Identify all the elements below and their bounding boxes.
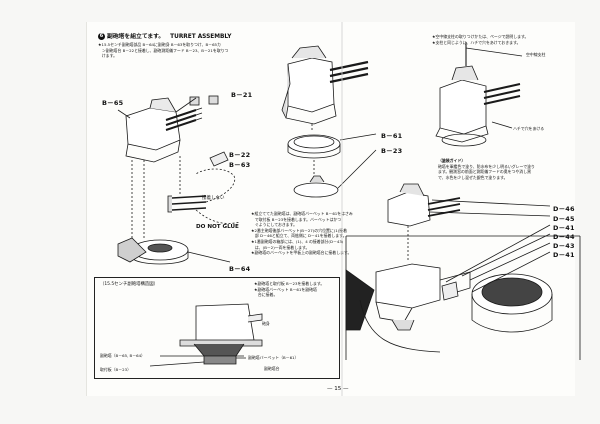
assembly-note-line: ぐようにしておきます。 bbox=[251, 222, 298, 228]
inset-label-mount-plate: 取付板（B－23） bbox=[100, 367, 131, 372]
paint-guide: （塗装ガイド） 砲塔を軍艦色で塗り、防水布を少し明るいグレーで塗り ます。観測窓… bbox=[438, 158, 535, 180]
antenna-notes: ★空中線支柱の取りつけかたは、ページで説明します。 ★支柱と同じように、ハチで穴… bbox=[432, 34, 528, 45]
inset-label-barbette: 副砲塔バーベット（B－61） bbox=[248, 355, 299, 360]
page-number: — 15 — bbox=[327, 386, 349, 392]
part-label-b61: B－61 bbox=[381, 132, 403, 140]
inset-note-line: ★副砲塔バーベット B－61を副砲塔 bbox=[254, 286, 317, 292]
antenna-note-line: ★支柱と同じように、ハチで穴をあけておきます。 bbox=[432, 39, 521, 45]
turret-structure-inset bbox=[94, 277, 340, 379]
inset-notes: ★副砲塔と取付板 B－23を接着します。 ★副砲塔バーベット B－61を副砲塔 … bbox=[254, 281, 324, 298]
part-label-d45: D－45 bbox=[553, 215, 575, 223]
inset-turret-section bbox=[149, 303, 263, 367]
deck-assembly-drawing bbox=[345, 183, 581, 360]
caution-en: DO NOT GLUE bbox=[196, 224, 239, 230]
part-label-d41: D－41 bbox=[553, 251, 575, 259]
inset-label-turret-base: 副砲塔台 bbox=[264, 366, 280, 371]
part-label-d46: D－46 bbox=[553, 205, 575, 213]
part-label-b64: B－64 bbox=[229, 265, 251, 273]
step-title-jp: 副砲塔を組立てます。 bbox=[107, 34, 165, 40]
part-label-b65: B－65 bbox=[102, 99, 124, 107]
part-label-b23: B－23 bbox=[381, 147, 403, 155]
part-label-d41: D－41 bbox=[553, 224, 575, 232]
inset-note-line: ★副砲塔と取付板 B－23を接着します。 bbox=[254, 281, 325, 286]
intro-note-line: ン副砲塔台 B－22と接着し、副砲測距儀フード B－23、B－21を取りつ bbox=[98, 47, 229, 53]
paint-guide-line: で、水色を少し混ぜた銀色で塗ります。 bbox=[438, 174, 508, 180]
drill-hole-label: ハチで穴をあける bbox=[513, 126, 545, 131]
center-turret-drawing bbox=[281, 45, 377, 198]
assembly-note-line: 部 D－46と組立て、両舷側に D－41を接着します。 bbox=[251, 233, 347, 239]
assembly-notes: ★組立ててた副砲塔は、副砲塔バーベット B－61をはさみ で取付板 B－23を接… bbox=[251, 211, 353, 256]
step-header: 6 副砲塔を組立てます。 TURRET ASSEMBLY bbox=[98, 31, 231, 40]
assembly-note-line: ★1番副砲塔の箱部には、(1)、4 の接着部分(D－43) bbox=[251, 238, 344, 244]
inset-note-line: 台に接着。 bbox=[254, 292, 278, 298]
paint-guide-line: 砲塔を軍艦色で塗り、防水布を少し明るいグレーで塗り bbox=[438, 163, 535, 169]
assembly-note-line: で取付板 B－23を接着します。バーベットはかつ bbox=[251, 216, 342, 222]
top-right-detail-drawing bbox=[435, 42, 523, 147]
assembly-note-line: ★副砲塔のバーベットを甲板上の副砲塔台に接着します。 bbox=[251, 250, 352, 256]
assembly-note-line: ★2番主砲塔後部バーベット(B－27)の穴位置に(1)接着 bbox=[251, 227, 348, 233]
part-label-b63: B－63 bbox=[229, 161, 251, 169]
part-label-d44: D－44 bbox=[553, 233, 575, 241]
left-turret-drawing bbox=[117, 95, 241, 265]
intro-note-line: ★15.5センチ副砲塔部品 B－64に副砲身 B－63を取りつけ、B－65カ bbox=[98, 42, 221, 47]
step-title-en: TURRET ASSEMBLY bbox=[170, 34, 232, 40]
caution-jp: 接着しない bbox=[202, 196, 225, 201]
inset-label-barrel: 砲身 bbox=[262, 321, 270, 326]
inset-title: （15.5センチ副砲塔構造図） bbox=[100, 282, 159, 287]
part-label-b21: B－21 bbox=[231, 91, 253, 99]
step-number-badge: 6 bbox=[98, 33, 105, 40]
part-label-b22: B－22 bbox=[229, 151, 251, 159]
intro-note-line: けます。 bbox=[98, 53, 118, 59]
antenna-mast-label: 空中線支柱 bbox=[526, 52, 546, 57]
intro-notes: ★15.5センチ副砲塔部品 B－64に副砲身 B－63を取りつけ、B－65カ ン… bbox=[98, 42, 228, 59]
inset-label-turret: 副砲塔（B－65, B－64） bbox=[100, 353, 145, 358]
part-label-d43: D－43 bbox=[553, 242, 575, 250]
assembly-note-line: ★組立ててた副砲塔は、副砲塔バーベット B－61をはさみ bbox=[251, 211, 353, 216]
paint-guide-title: （塗装ガイド） bbox=[438, 158, 466, 163]
antenna-note-line: ★空中線支柱の取りつけかたは、ページで説明します。 bbox=[432, 34, 529, 39]
paint-guide-line: ます。観測窓の前面と測距儀フードの奥をつや消し黒 bbox=[438, 169, 531, 175]
assembly-note-line: は、(B－2)一両を接着します。 bbox=[251, 244, 310, 250]
